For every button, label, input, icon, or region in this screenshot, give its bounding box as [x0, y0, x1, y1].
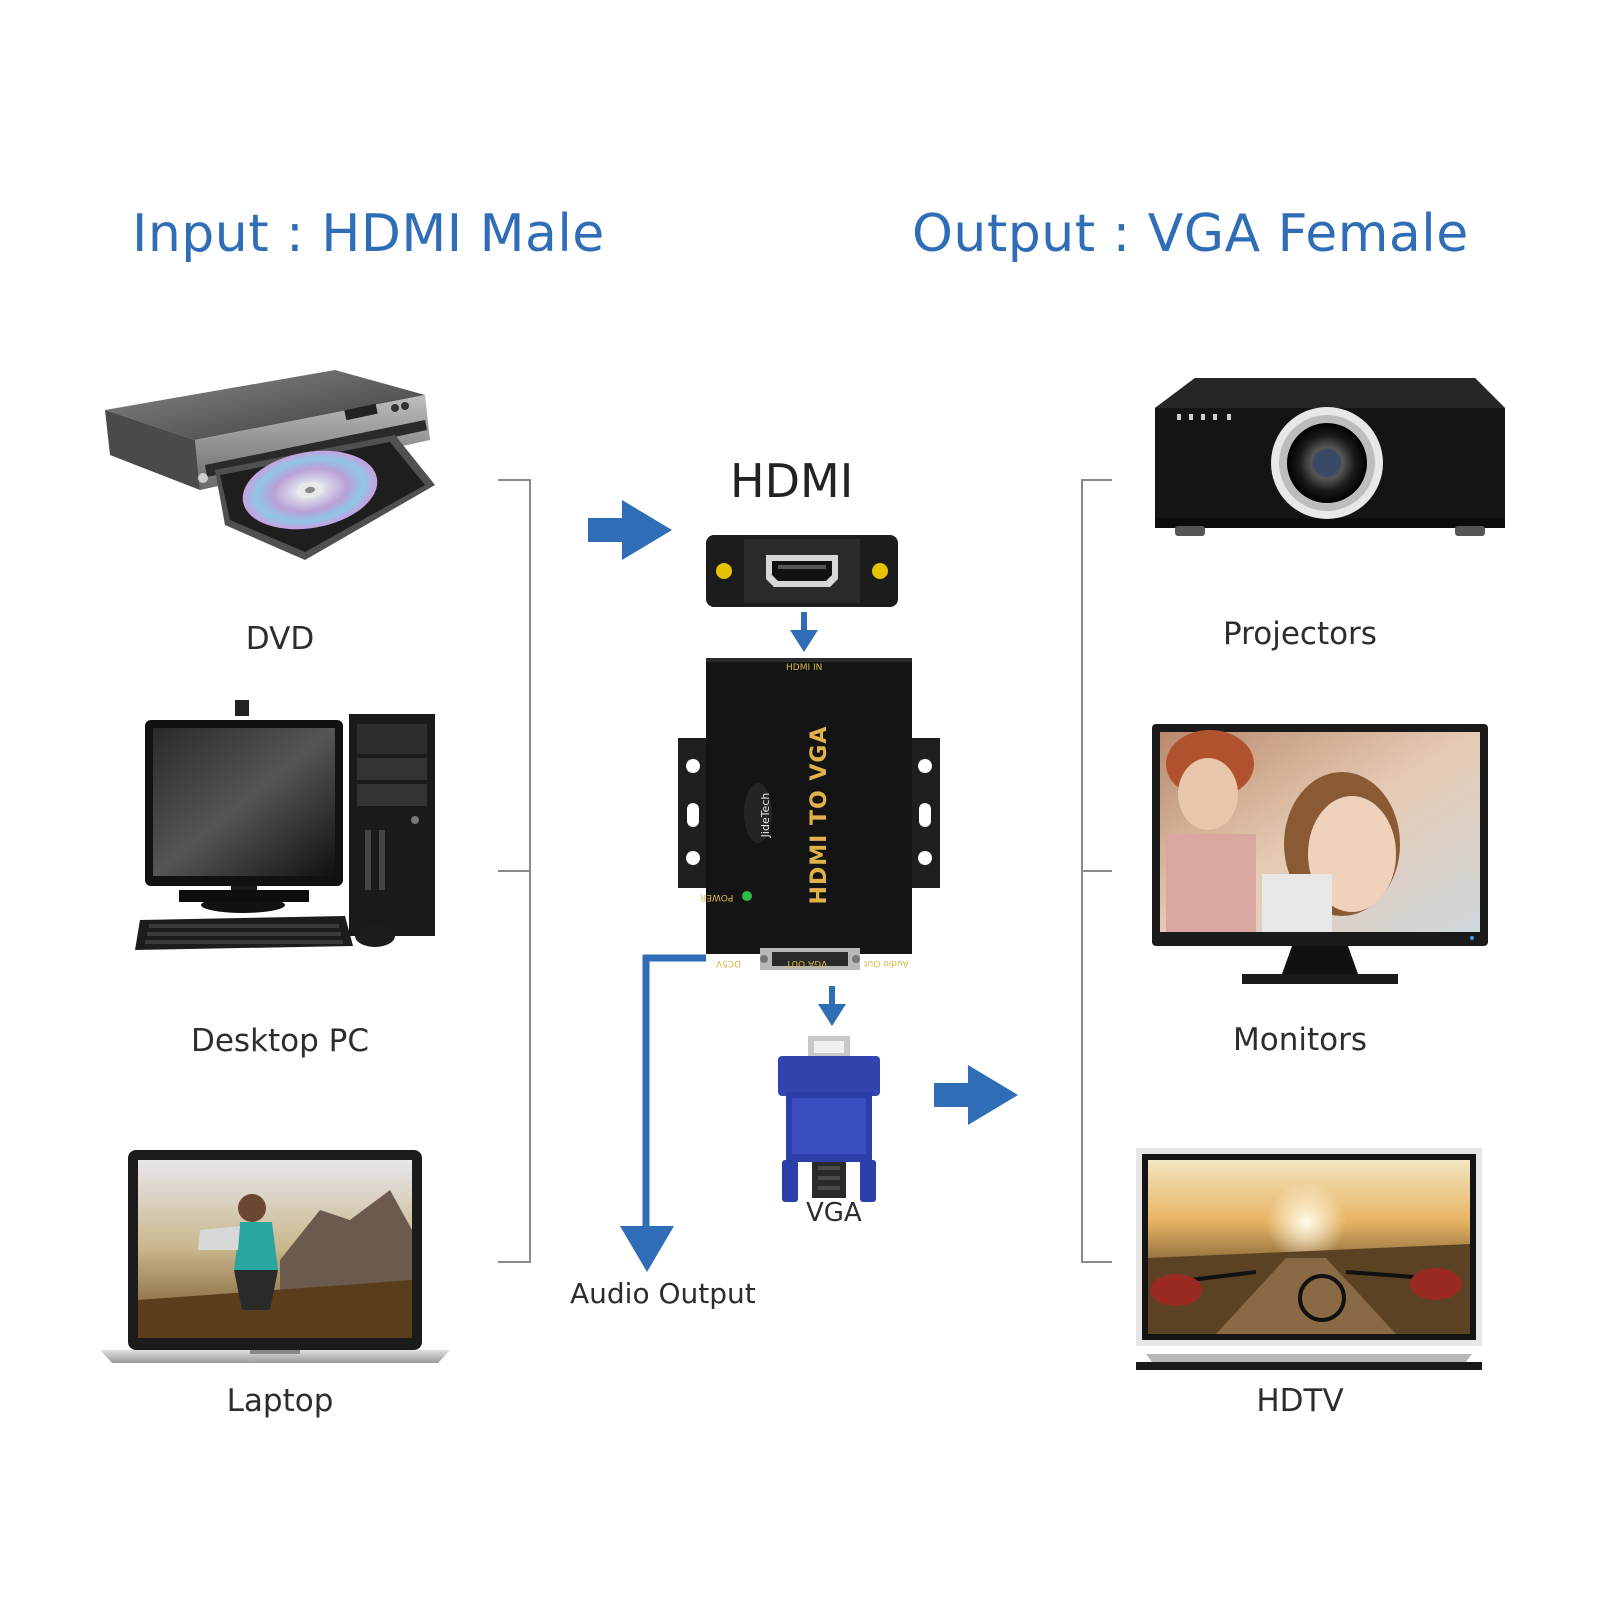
dvd-player-icon [105, 370, 445, 585]
power-label: POWER [700, 892, 734, 902]
brand-logo: JideTech [759, 792, 772, 838]
hdmi-port-icon [706, 535, 898, 607]
audio-arrow-head [620, 1226, 674, 1272]
audio-output-arrow [642, 954, 706, 1232]
laptop-icon [100, 1150, 450, 1365]
port-audio-out-label: Audio Out [864, 958, 909, 968]
port-hdmi-in-label: HDMI IN [786, 663, 823, 673]
input-arrow [588, 500, 672, 560]
vga-connector-icon [778, 1036, 880, 1202]
output-heading: Output : VGA Female [912, 204, 1469, 264]
hdtv-icon [1136, 1148, 1482, 1374]
source-label-laptop: Laptop [226, 1383, 334, 1419]
source-label-dvd: DVD [245, 621, 315, 657]
input-heading: Input : HDMI Male [132, 204, 605, 264]
monitor-icon [1152, 724, 1488, 986]
hdmi-port-title: HDMI [730, 454, 854, 508]
projector-icon [1155, 378, 1505, 538]
converter-body-text: HDMI TO VGA [807, 725, 832, 905]
display-label-projectors: Projectors [1223, 616, 1377, 652]
hdmi-down-arrow [790, 612, 818, 652]
source-label-desktop-pc: Desktop PC [190, 1023, 370, 1059]
hdmi-to-vga-converter [678, 658, 940, 988]
display-label-monitors: Monitors [1233, 1022, 1367, 1058]
audio-output-label: Audio Output [570, 1277, 756, 1310]
display-label-hdtv: HDTV [1256, 1383, 1344, 1419]
vga-down-arrow [818, 986, 846, 1026]
vga-label: VGA [806, 1198, 862, 1228]
port-dc-label: DC5V [716, 958, 742, 968]
output-arrow [934, 1065, 1018, 1125]
desktop-pc-icon [135, 700, 445, 970]
port-vga-out-label: VGA OUT [786, 958, 828, 968]
